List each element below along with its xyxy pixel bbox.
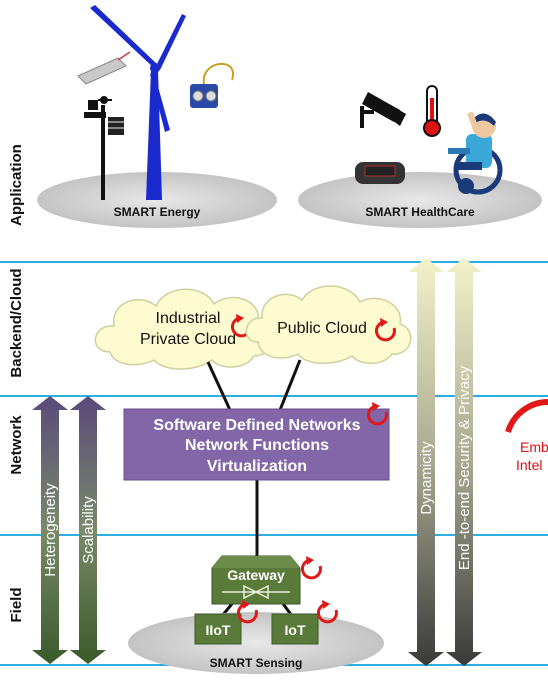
dynamicity-arrow: Dynamicity (408, 258, 444, 666)
sdn-nfv-box: Software Defined Networks Network Functi… (123, 402, 390, 481)
scalability-label: Scalability (80, 496, 97, 564)
iot-device: IoT (271, 600, 338, 645)
layer-label-backend-cloud: Backend/Cloud (8, 268, 25, 377)
embedded-intelligence-fragment: Emb Intel (505, 399, 548, 473)
sdn-line3: Virtualization (207, 458, 307, 475)
industrial-cloud-line1: Industrial (156, 310, 221, 327)
security-camera-icon (360, 92, 406, 128)
gateway-switch-icon (222, 584, 290, 600)
dynamicity-label: Dynamicity (418, 441, 435, 515)
sdn-line2: Network Functions (185, 437, 329, 454)
wearable-band-icon (355, 162, 405, 184)
gateway-refresh-icon (300, 556, 322, 580)
smart-sensing-platform (128, 612, 384, 674)
smart-sensing-group: SMART Sensing (128, 612, 384, 674)
industrial-private-cloud: Industrial Private Cloud (94, 288, 273, 370)
iiot-refresh-icon (236, 600, 258, 624)
ultrasonic-sensor-icon (190, 63, 235, 108)
embedded-line2: Intel (516, 457, 542, 473)
layer-label-application: Application (8, 144, 25, 226)
public-cloud: Public Cloud (245, 285, 412, 364)
industrial-cloud-line2: Private Cloud (140, 331, 236, 348)
iot-refresh-icon (316, 600, 338, 624)
public-cloud-label: Public Cloud (277, 320, 367, 337)
security-privacy-label: End -to-end Security & Privacy (456, 365, 473, 570)
smart-healthcare-platform (298, 172, 542, 228)
heterogeneity-arrow: Heterogeneity (32, 396, 68, 664)
security-privacy-arrow: End -to-end Security & Privacy (446, 258, 482, 666)
wind-turbine-icon (90, 5, 186, 200)
sdn-refresh-icon (366, 402, 388, 426)
heterogeneity-label: Heterogeneity (42, 483, 59, 577)
iiot-label: IIoT (206, 622, 231, 638)
smart-healthcare-label: SMART HealthCare (365, 205, 475, 219)
layer-label-field: Field (8, 587, 25, 622)
load-cell-sensor-icon (77, 51, 131, 85)
layer-label-network: Network (8, 415, 25, 475)
smart-healthcare-group: SMART HealthCare (298, 85, 542, 228)
gateway-device: Gateway (211, 555, 322, 605)
embedded-line1: Emb (520, 439, 548, 455)
gateway-label: Gateway (227, 567, 285, 583)
scalability-arrow: Scalability (70, 396, 106, 664)
iiot-device: IIoT (194, 600, 258, 645)
smart-energy-group: SMART Energy (37, 5, 277, 228)
weather-station-icon (84, 96, 124, 200)
wheelchair-user-icon (448, 111, 503, 195)
smart-sensing-label: SMART Sensing (210, 656, 303, 670)
sdn-line1: Software Defined Networks (153, 417, 360, 434)
thermometer-icon (423, 85, 441, 137)
public-cloud-refresh-icon (374, 318, 396, 342)
iot-label: IoT (285, 622, 306, 638)
smart-energy-label: SMART Energy (114, 205, 201, 219)
